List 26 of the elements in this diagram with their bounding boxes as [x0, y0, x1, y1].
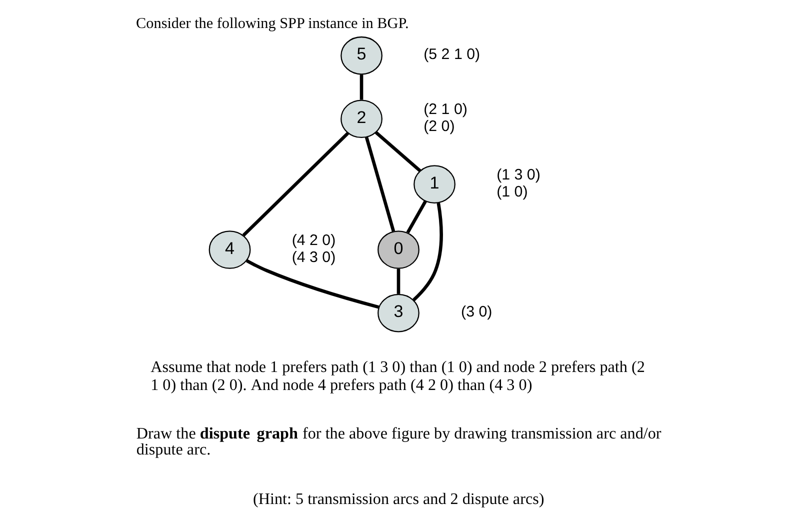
connector — [246, 259, 380, 309]
node-circle: 4 — [208, 230, 251, 269]
connector — [396, 268, 400, 294]
node-label: (3 0) — [461, 304, 492, 321]
label: Assume that node 1 prefers path (1 3 0) than (1 0) and node 2 prefers path (2 1 0) than (2 0). And node 4 prefers path (4 2 0) than (4 3 0) — [150, 359, 645, 394]
node-label: (1 0) — [496, 183, 528, 200]
node-circle: 1 — [414, 165, 456, 204]
node-circle: 2 — [340, 100, 382, 138]
node-label: (2 1 0) — [424, 100, 468, 118]
node-circle: 0 — [378, 230, 420, 269]
connector — [242, 132, 350, 237]
label: (Hint: 5 transmission arcs and 2 dispute arcs) — [252, 490, 544, 508]
connector — [360, 74, 364, 100]
connector — [374, 131, 422, 172]
node-circle: 3 — [378, 294, 420, 332]
connector — [364, 136, 396, 232]
diagram-title: Consider the following SPP instance in BGP. — [136, 15, 409, 32]
connector — [412, 202, 443, 302]
node-circle: 5 — [340, 36, 382, 75]
node-label: (4 3 0) — [292, 248, 336, 266]
node-label: (2 0) — [424, 118, 455, 136]
connector — [406, 200, 427, 234]
node-label: (5 2 1 0) — [424, 46, 480, 64]
node-label: (4 2 0) — [292, 232, 336, 249]
label: Draw the dispute graph for the above figure by drawing transmission arc and/or dispute arc. — [136, 426, 662, 459]
node-label: (1 3 0) — [496, 166, 540, 184]
